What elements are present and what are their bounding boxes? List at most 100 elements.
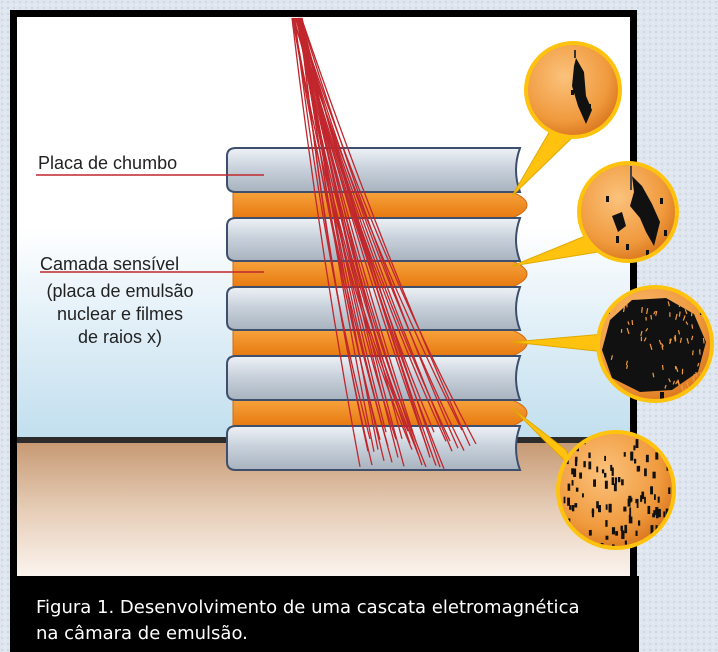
grain-gap bbox=[613, 309, 617, 314]
shower-track bbox=[294, 17, 371, 440]
shower-track bbox=[295, 17, 447, 442]
lead-plates bbox=[226, 147, 522, 471]
grain-gap bbox=[631, 320, 634, 326]
silver-grain bbox=[630, 451, 634, 461]
silver-grain bbox=[634, 458, 637, 464]
caption-box bbox=[17, 576, 639, 652]
grain-gap bbox=[622, 306, 625, 313]
silver-grain bbox=[611, 477, 615, 485]
silver-grain bbox=[579, 472, 582, 479]
silver-grain bbox=[611, 467, 614, 476]
grain-gap bbox=[658, 339, 662, 345]
grain-gap bbox=[655, 310, 658, 316]
silver-grain bbox=[571, 480, 574, 486]
silver-grain bbox=[652, 471, 656, 479]
grain-gap bbox=[695, 371, 697, 378]
silver-grain bbox=[623, 452, 626, 457]
silver-grain bbox=[588, 452, 591, 459]
grain-gap bbox=[697, 362, 700, 367]
zoom-circle-1 bbox=[524, 41, 622, 139]
silver-grain bbox=[624, 524, 628, 534]
caption-line-2: na câmara de emulsão. bbox=[36, 623, 248, 644]
emulsion-layers bbox=[232, 191, 528, 427]
grain-gap bbox=[681, 386, 684, 392]
sensitive-layer-note-line-3: de raios x) bbox=[77, 327, 163, 347]
grain-gap bbox=[677, 330, 681, 335]
caption-line-1: Figura 1. Desenvolvimento de uma cascata… bbox=[36, 597, 580, 618]
grain-gap bbox=[661, 364, 664, 370]
silver-grain bbox=[617, 477, 621, 483]
silver-grain bbox=[640, 495, 643, 502]
silver-grain bbox=[604, 472, 607, 478]
grain-gap bbox=[625, 360, 628, 366]
silver-grain bbox=[624, 540, 627, 545]
silver-grain bbox=[655, 525, 658, 532]
silver-grain bbox=[655, 507, 659, 513]
zoom-circle-4 bbox=[556, 430, 676, 550]
shower-track bbox=[297, 17, 477, 445]
shower-track bbox=[299, 17, 373, 466]
silver-grain bbox=[567, 497, 570, 506]
silver-grain bbox=[615, 477, 617, 484]
silver-grain bbox=[598, 505, 601, 513]
silver-grain bbox=[641, 491, 645, 500]
silver-grain bbox=[630, 497, 633, 502]
silver-grain bbox=[644, 468, 647, 477]
grain-gap bbox=[690, 310, 693, 317]
silver-grain bbox=[591, 508, 594, 518]
silver-grain bbox=[588, 461, 592, 470]
shower-track bbox=[292, 17, 431, 458]
silver-grain bbox=[576, 447, 579, 452]
grain-gap bbox=[684, 309, 688, 315]
silver-grain bbox=[605, 520, 608, 527]
silver-grain bbox=[574, 458, 578, 467]
silver-grain bbox=[613, 483, 617, 492]
grain-gap bbox=[640, 330, 643, 337]
silver-grain bbox=[644, 496, 646, 504]
silver-grain bbox=[569, 505, 572, 510]
silver-grain bbox=[627, 498, 631, 507]
grain-gap bbox=[678, 302, 681, 308]
grain-gap bbox=[691, 335, 694, 341]
silver-grain bbox=[571, 505, 575, 512]
grain-gap bbox=[668, 378, 671, 383]
grain-gap bbox=[682, 315, 686, 321]
grain-gap bbox=[667, 301, 670, 307]
silver-grain bbox=[601, 469, 605, 474]
silver-grain bbox=[608, 503, 612, 513]
grain-gap bbox=[674, 334, 677, 341]
silver-grain bbox=[611, 527, 616, 535]
silver-grain bbox=[650, 486, 653, 495]
silver-grain bbox=[620, 525, 623, 531]
shower-track bbox=[291, 17, 385, 461]
shower-track bbox=[300, 17, 471, 447]
callout-pointers bbox=[511, 123, 607, 471]
silver-grain bbox=[596, 501, 599, 509]
silver-grain bbox=[635, 439, 639, 448]
silver-grain bbox=[621, 479, 624, 486]
silver-grain bbox=[655, 452, 659, 460]
shower-track bbox=[292, 17, 413, 450]
grain-gap bbox=[641, 307, 643, 313]
shower-track bbox=[291, 17, 361, 467]
silver-grain bbox=[633, 445, 636, 451]
silver-grain bbox=[575, 487, 579, 492]
silver-grain bbox=[635, 498, 639, 504]
silver-grain bbox=[636, 502, 639, 508]
grain-gap bbox=[626, 327, 630, 335]
silver-grain bbox=[652, 513, 656, 518]
silver-grain bbox=[656, 510, 659, 519]
sensitive-layer-label: Camada sensível bbox=[40, 254, 180, 274]
shower-track bbox=[295, 17, 419, 454]
silver-grain bbox=[593, 479, 596, 487]
silver-grain bbox=[637, 465, 641, 472]
silver-grain bbox=[628, 514, 631, 524]
grain-gap bbox=[646, 308, 649, 315]
silver-grain bbox=[574, 503, 578, 508]
grain-gap bbox=[652, 372, 655, 378]
sensitive-layer-note-line-2: nuclear e filmes bbox=[56, 304, 184, 324]
silver-grain bbox=[573, 468, 577, 477]
grain-gap bbox=[660, 342, 664, 347]
silver-grain bbox=[571, 468, 574, 475]
